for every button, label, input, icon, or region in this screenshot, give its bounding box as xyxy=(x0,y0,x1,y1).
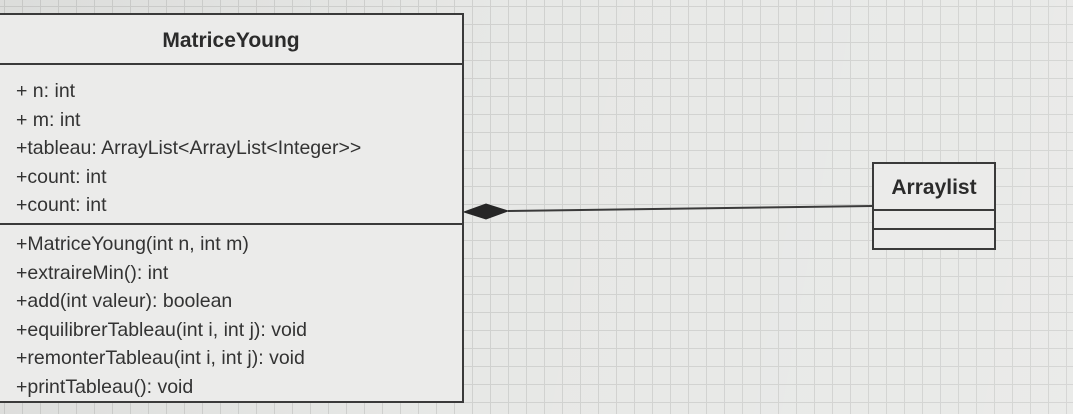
uml-class-arraylist[interactable]: Arraylist xyxy=(872,162,996,250)
attribute-n: + n: int xyxy=(16,80,76,102)
attribute-m: + m: int xyxy=(16,108,81,131)
attributes-compartment: + n: int + m: int +tableau: ArrayList<Ar… xyxy=(0,65,462,225)
operation-equilibrertableau: +equilibrerTableau(int i, int j): void xyxy=(16,318,308,341)
operation-printtableau: +printTableau(): void xyxy=(16,375,194,398)
class-name: Arraylist xyxy=(874,164,994,211)
attribute-tableau: +tableau: ArrayList<ArrayList<Integer>> xyxy=(16,137,362,159)
attributes-compartment xyxy=(874,211,994,230)
composition-diamond xyxy=(462,203,510,220)
operations-compartment: +MatriceYoung(int n, int m) +extraireMin… xyxy=(0,225,462,401)
operation-add: +add(int valeur): boolean xyxy=(16,290,233,312)
attribute-count: +count: int xyxy=(16,165,107,188)
operation-extrairemin: +extraireMin(): int xyxy=(16,261,169,284)
uml-class-matriceyoung[interactable]: MatriceYoung + n: int + m: int +tableau:… xyxy=(0,13,464,403)
operations-compartment xyxy=(874,230,994,249)
operation-constructor: +MatriceYoung(int n, int m) xyxy=(16,233,249,255)
attribute-count-duplicate: +count: int xyxy=(16,194,107,216)
association-line xyxy=(507,205,873,212)
operation-remontertableau: +remonterTableau(int i, int j): void xyxy=(16,347,305,369)
class-name: MatriceYoung xyxy=(0,15,462,65)
